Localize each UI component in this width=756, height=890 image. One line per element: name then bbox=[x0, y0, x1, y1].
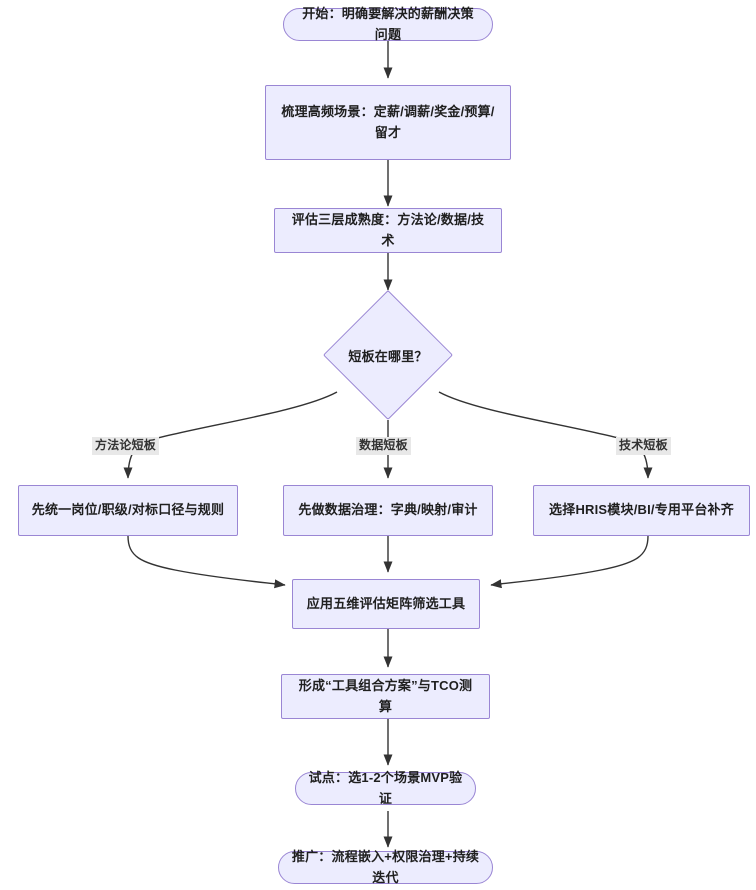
edge-label-method-branch: 方法论短板 bbox=[92, 437, 160, 455]
node-method[interactable]: 先统一岗位/职级/对标口径与规则 bbox=[18, 485, 238, 536]
edge-decision-to-method bbox=[123, 391, 338, 479]
node-decision-label: 短板在哪里？ bbox=[348, 348, 428, 364]
node-rollout[interactable]: 推广：流程嵌入+权限治理+持续迭代 bbox=[278, 849, 493, 885]
node-method-label: 先统一岗位/职级/对标口径与规则 bbox=[31, 502, 225, 518]
node-matrix-label: 应用五维评估矩阵筛选工具 bbox=[306, 595, 466, 611]
node-maturity[interactable]: 评估三层成熟度：方法论/数据/技术 bbox=[274, 208, 502, 253]
edge-tech-to-matrix bbox=[490, 535, 649, 589]
edge-decision-to-tech bbox=[438, 391, 653, 479]
edge-label-data-branch: 数据短板 bbox=[356, 437, 411, 455]
edge-label-tech-branch: 技术短板 bbox=[616, 437, 671, 455]
node-tech-label: 选择HRIS模块/BI/专用平台补齐 bbox=[549, 502, 734, 518]
node-tech[interactable]: 选择HRIS模块/BI/专用平台补齐 bbox=[533, 485, 750, 536]
node-matrix[interactable]: 应用五维评估矩阵筛选工具 bbox=[292, 579, 480, 629]
node-pilot[interactable]: 试点：选1-2个场景MVP验证 bbox=[295, 770, 476, 806]
edge-method-to-matrix bbox=[127, 535, 286, 589]
node-tco[interactable]: 形成“工具组合方案”与TCO测算 bbox=[281, 674, 490, 719]
node-tco-label: 形成“工具组合方案”与TCO测算 bbox=[298, 678, 473, 714]
node-maturity-label: 评估三层成熟度：方法论/数据/技术 bbox=[291, 212, 485, 248]
node-data[interactable]: 先做数据治理：字典/映射/审计 bbox=[283, 485, 493, 536]
node-decision[interactable]: 短板在哪里？ bbox=[322, 289, 454, 421]
node-scenes[interactable]: 梳理高频场景：定薪/调薪/奖金/预算/留才 bbox=[265, 85, 511, 160]
node-scenes-label: 梳理高频场景：定薪/调薪/奖金/预算/留才 bbox=[281, 104, 495, 140]
node-start-label: 开始：明确要解决的薪酬决策问题 bbox=[302, 6, 474, 42]
node-pilot-label: 试点：选1-2个场景MVP验证 bbox=[308, 770, 463, 806]
node-start[interactable]: 开始：明确要解决的薪酬决策问题 bbox=[283, 6, 493, 42]
node-data-label: 先做数据治理：字典/映射/审计 bbox=[298, 502, 478, 518]
node-rollout-label: 推广：流程嵌入+权限治理+持续迭代 bbox=[291, 849, 480, 885]
